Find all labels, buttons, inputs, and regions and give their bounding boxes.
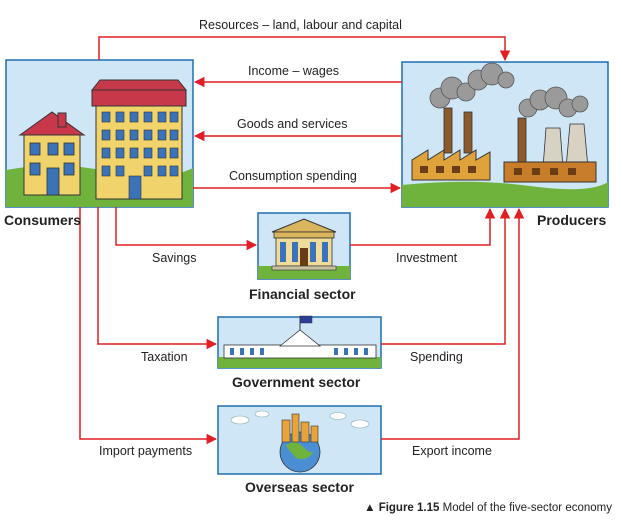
- flow-arrows: [79, 36, 525, 445]
- arrow-investment: [350, 207, 496, 246]
- label-resources: Resources – land, labour and capital: [199, 18, 402, 32]
- label-savings: Savings: [152, 251, 197, 265]
- label-taxation: Taxation: [141, 350, 188, 364]
- arrow-spending: [381, 207, 511, 345]
- label-income: Income – wages: [248, 64, 340, 78]
- arrow-resources: [98, 36, 511, 62]
- financial-sector-label: Financial sector: [249, 286, 356, 302]
- label-goods: Goods and services: [237, 117, 348, 131]
- caption-text: Model of the five-sector economy: [442, 502, 612, 514]
- caption-figure-number: Figure 1.15: [378, 502, 440, 514]
- caption-triangle-icon: ▲: [364, 502, 376, 514]
- figure-caption: ▲ Figure 1.15 Model of the five-sector e…: [364, 502, 612, 514]
- label-spending: Spending: [410, 350, 463, 364]
- producers-label: Producers: [537, 212, 607, 228]
- government-sector-label: Government sector: [232, 374, 361, 390]
- label-consumption: Consumption spending: [229, 169, 357, 183]
- overseas-sector-label: Overseas sector: [245, 479, 354, 495]
- arrow-import-payments: [79, 207, 218, 445]
- arrow-export-income: [381, 207, 525, 440]
- arrow-savings: [115, 207, 258, 251]
- label-import-payments: Import payments: [99, 444, 193, 458]
- label-export-income: Export income: [412, 444, 492, 458]
- producers-illustration: [401, 61, 609, 208]
- label-investment: Investment: [396, 251, 458, 265]
- government-sector-illustration: [217, 315, 382, 369]
- overseas-sector-illustration: [217, 405, 382, 475]
- financial-sector-illustration: [257, 212, 351, 280]
- arrow-taxation: [97, 207, 218, 350]
- consumers-illustration: [5, 59, 194, 208]
- consumers-label: Consumers: [4, 212, 82, 228]
